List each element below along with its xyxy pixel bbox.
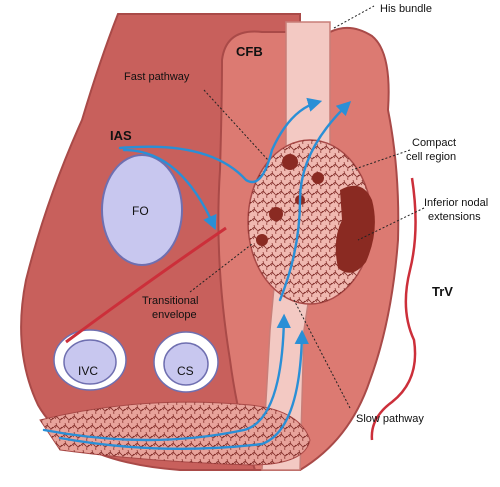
node-cavity: [256, 234, 268, 246]
node-cavity: [282, 154, 298, 170]
label-transitional-2: envelope: [152, 309, 197, 321]
label-transitional-1: Transitional: [142, 295, 198, 307]
cs-inner: [163, 342, 209, 386]
label-ivc: IVC: [78, 364, 98, 378]
his-pathway-arrow: [278, 101, 352, 302]
label-trv: TrV: [432, 284, 453, 299]
inferior-nodal-extension-core: [335, 185, 375, 273]
leader-inferior: [357, 207, 425, 241]
fast-pathway-arrow: [122, 148, 217, 230]
label-compact-1: Compact: [412, 137, 456, 149]
label-fast-pathway: Fast pathway: [124, 71, 190, 83]
label-cfb: CFB: [236, 44, 263, 59]
node-cavity: [312, 172, 324, 184]
label-his-bundle: His bundle: [380, 3, 432, 15]
ivc-inner: [63, 339, 117, 385]
leader-slow-pathway: [293, 299, 351, 409]
slow-pathway-texture: [40, 402, 310, 465]
fossa-ovalis: [101, 154, 183, 266]
fast-pathway-arrow-upper: [118, 97, 323, 184]
leader-transitional: [189, 243, 253, 293]
label-inferior-2: extensions: [428, 211, 481, 223]
node-cavity: [269, 207, 283, 221]
label-slow-pathway: Slow pathway: [356, 413, 424, 425]
label-compact-2: cell region: [406, 151, 456, 163]
eustachian-ridge-line: [65, 226, 227, 344]
label-ias: IAS: [110, 128, 132, 143]
slow-pathway-arrow-inner: [58, 329, 309, 450]
label-inferior-1: Inferior nodal: [424, 197, 488, 209]
trv-line: [370, 177, 417, 441]
slow-pathway-arrow: [42, 313, 291, 442]
label-fo: FO: [132, 204, 149, 218]
label-cs: CS: [177, 364, 194, 378]
leader-his-bundle: [333, 5, 375, 29]
